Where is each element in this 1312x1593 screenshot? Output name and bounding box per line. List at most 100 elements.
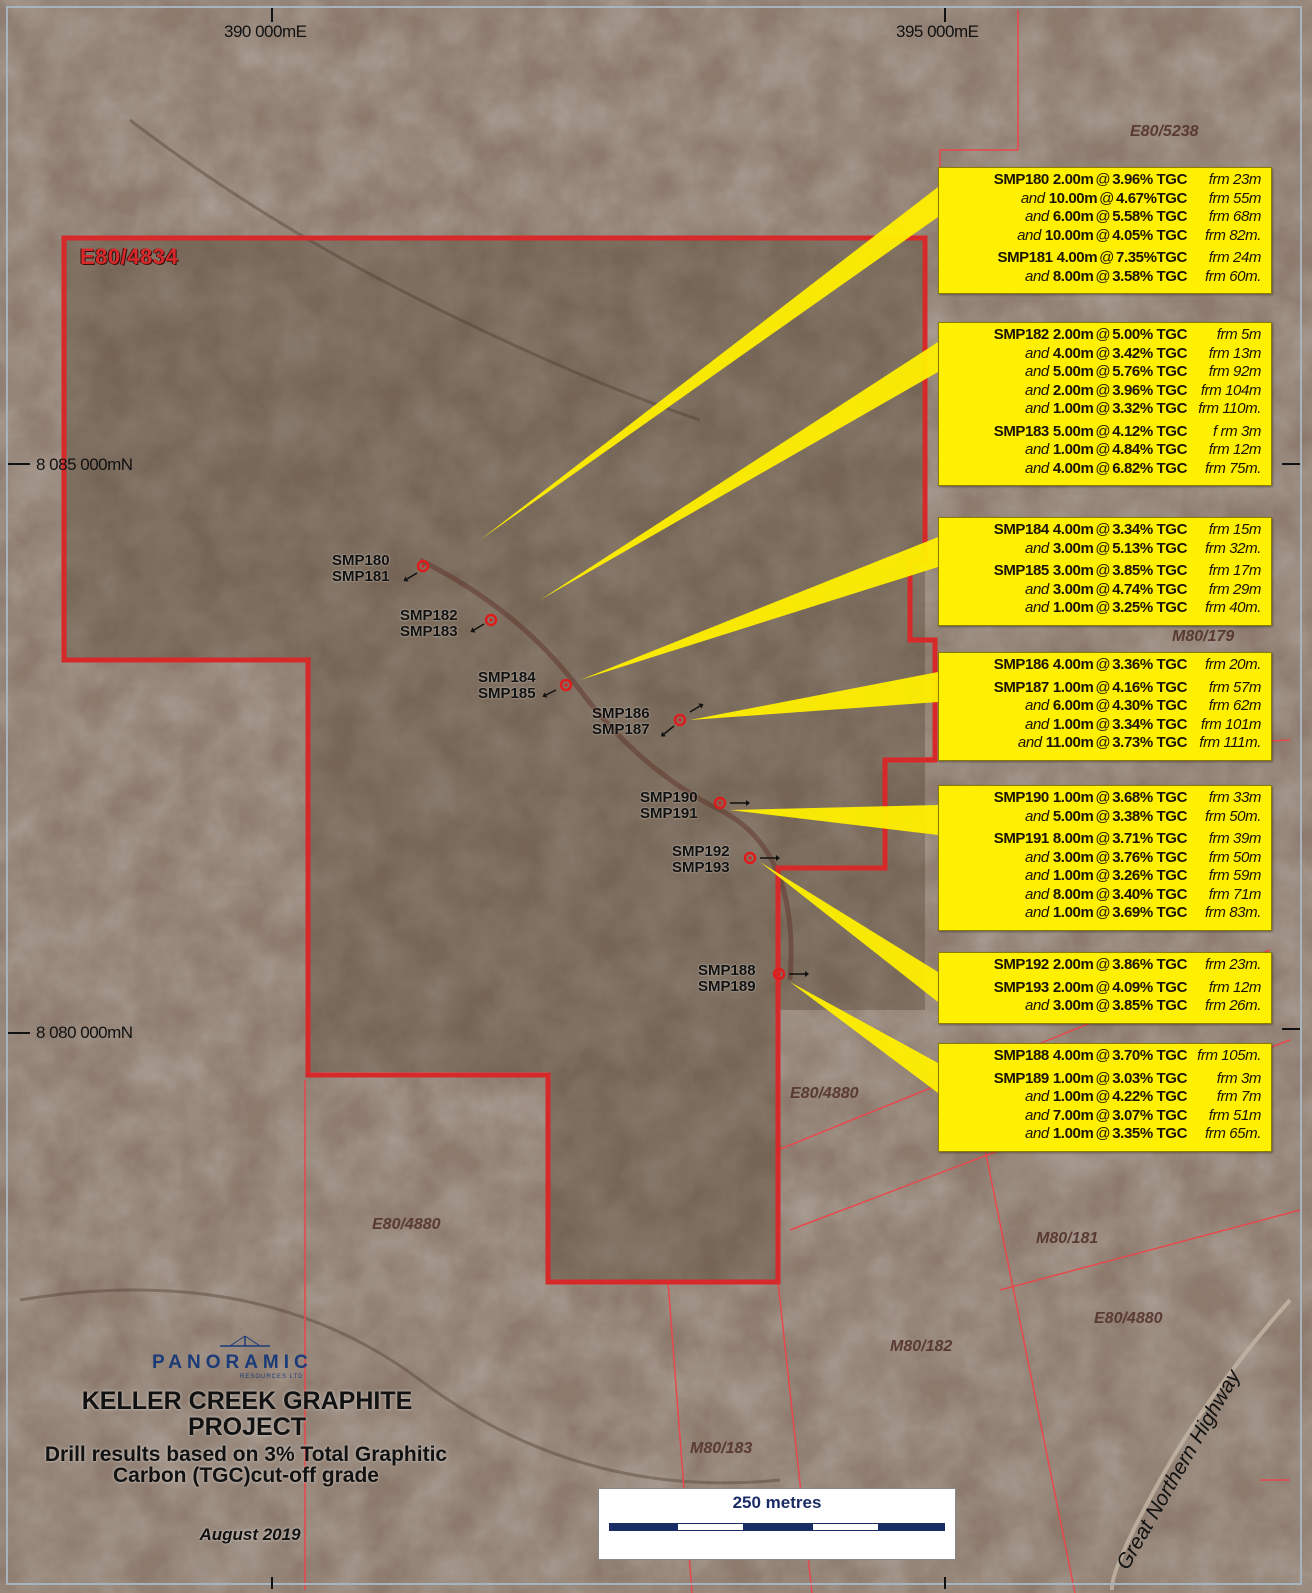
grade-value: 3.96% TGC [1112, 381, 1187, 399]
and-label: and [1025, 885, 1049, 903]
drill-collar-marker [416, 559, 430, 573]
grade-value: 4.67%TGC [1116, 189, 1187, 207]
at-symbol: @ [1095, 885, 1111, 903]
easting-label: 395 000mE [896, 22, 979, 41]
drill-collar-marker [559, 678, 573, 692]
interval-length: 4.00m [1052, 656, 1094, 673]
easting-label: 390 000mE [224, 22, 307, 41]
at-symbol: @ [1095, 171, 1111, 188]
callout-leader [790, 982, 938, 1093]
arrowhead-icon [403, 576, 409, 582]
grade-value: 4.09% TGC [1112, 978, 1187, 996]
interval-length: 1.00m [1052, 441, 1094, 458]
drill-hole-markers [403, 559, 809, 981]
adjacent-tenement-boundary [974, 1099, 1076, 1593]
northing-label: 8 080 000mN [36, 1023, 133, 1042]
hole-id: SMP193 [993, 978, 1050, 996]
interval-length: 2.00m [1052, 326, 1094, 343]
interval-length: 5.00m [1052, 363, 1094, 380]
interval-length: 1.00m [1052, 789, 1094, 806]
grade-value: 3.70% TGC [1112, 1047, 1187, 1064]
hole-direction-arrow [406, 572, 418, 580]
map-frame [6, 6, 1302, 1585]
at-symbol: @ [1095, 697, 1111, 714]
grade-value: 4.12% TGC [1112, 422, 1187, 440]
interval-length: 10.00m [1048, 189, 1098, 207]
arrowhead-icon [660, 731, 666, 737]
from-depth: frm 29m [1208, 580, 1262, 598]
and-label: and [1025, 363, 1049, 380]
map-date: August 2019 [199, 1525, 301, 1544]
northing-label: 8 085 000mN [36, 455, 133, 474]
at-symbol: @ [1095, 734, 1111, 751]
drill-collar-marker [772, 967, 786, 981]
interval-length: 1.00m [1052, 1088, 1094, 1105]
interval-length: 4.00m [1052, 521, 1094, 538]
grade-value: 3.26% TGC [1112, 867, 1187, 884]
grade-value: 3.68% TGC [1112, 789, 1187, 806]
drill-collar-dot [421, 564, 425, 568]
grade-value: 3.07% TGC [1112, 1106, 1187, 1124]
grade-value: 7.35%TGC [1116, 249, 1187, 266]
from-depth: frm 40m. [1205, 599, 1261, 616]
interval-length: 1.00m [1052, 678, 1094, 696]
grade-value: 3.38% TGC [1112, 807, 1187, 825]
grade-value: 4.30% TGC [1112, 697, 1187, 714]
hole-id: SMP187 [993, 678, 1050, 696]
at-symbol: @ [1095, 656, 1111, 673]
from-depth: frm 57m [1208, 678, 1262, 696]
grade-value: 3.71% TGC [1112, 830, 1187, 847]
company-logo-tagline: RESOURCES LTD [240, 1374, 304, 1380]
interval-length: 6.00m [1052, 697, 1094, 714]
from-depth: frm 26m. [1205, 997, 1261, 1014]
at-symbol: @ [1095, 807, 1111, 825]
from-depth: frm 55m [1208, 189, 1262, 207]
tenement-label: M80/181 [1036, 1230, 1099, 1247]
and-label: and [1025, 539, 1049, 557]
arrowhead-icon [746, 800, 750, 806]
at-symbol: @ [1095, 1106, 1111, 1124]
tenement-label: E80/4834 [80, 244, 179, 269]
and-label: and [1025, 904, 1049, 921]
from-depth: frm 24m [1208, 249, 1262, 266]
hole-id: SMP186 [993, 656, 1050, 673]
hole-direction-arrow [545, 689, 557, 696]
at-symbol: @ [1095, 848, 1111, 866]
from-depth: frm 23m [1208, 171, 1262, 188]
scale-segment [744, 1523, 812, 1531]
scale-bar: 250 metres [598, 1488, 956, 1560]
callout-leader [480, 187, 938, 540]
hole-id: SMP184 [993, 521, 1050, 538]
interval-length: 10.00m [1044, 226, 1094, 244]
hole-id: SMP185 [993, 562, 1050, 579]
interval-length: 8.00m [1052, 830, 1094, 847]
company-logo: PANORAMIC [152, 1352, 313, 1373]
and-label: and [1025, 441, 1049, 458]
hole-id: SMP181 [997, 249, 1053, 266]
grade-value: 4.16% TGC [1112, 678, 1187, 696]
from-depth: frm 15m [1208, 521, 1262, 538]
grade-value: 3.58% TGC [1112, 267, 1187, 285]
at-symbol: @ [1095, 441, 1111, 458]
at-symbol: @ [1095, 400, 1111, 417]
